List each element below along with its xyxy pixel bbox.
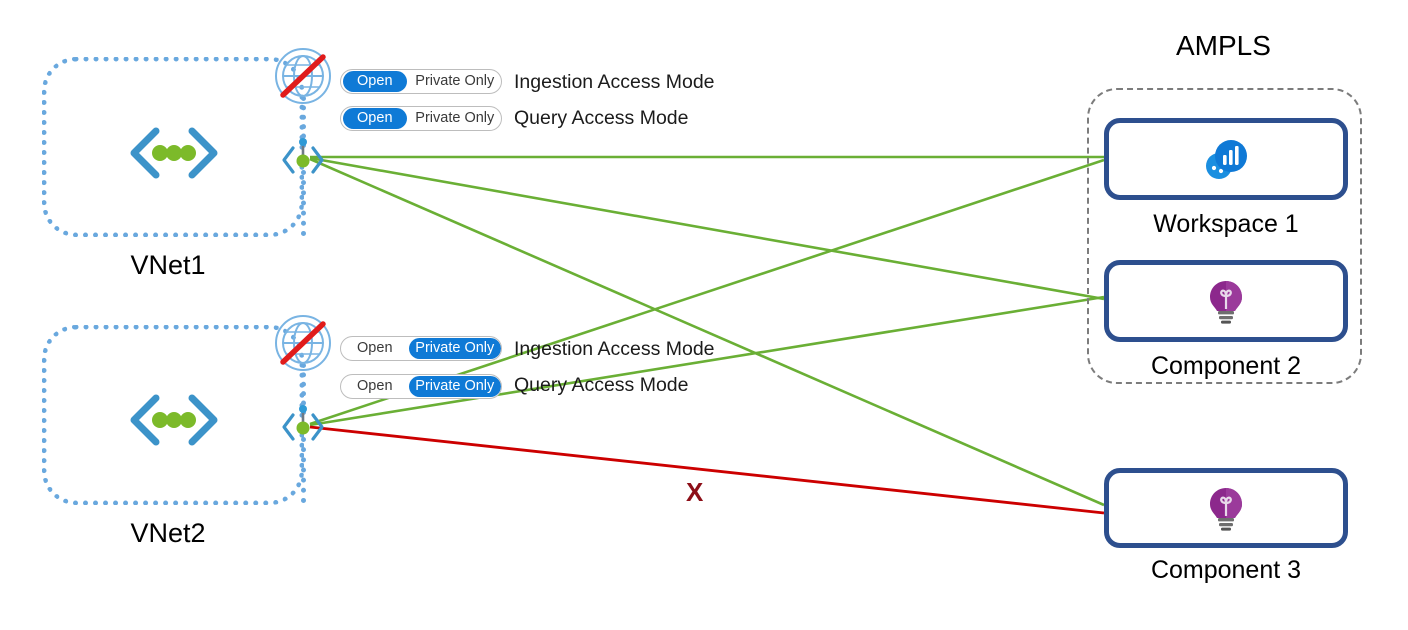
vnet1-ingestion-access-mode-label: Ingestion Access Mode — [514, 71, 715, 93]
vnet2-query-access-mode-toggle[interactable]: Open Private Only — [340, 374, 502, 399]
vnet2-boundary — [42, 325, 304, 505]
log-analytics-workspace-icon — [1206, 140, 1247, 179]
resource-card-component3[interactable] — [1104, 468, 1348, 548]
vnet1-ingestion-access-mode-toggle[interactable]: Open Private Only — [340, 69, 502, 94]
vnet2-endpoint-stem-lower — [301, 437, 306, 503]
link-vnet2-component2 — [309, 295, 1105, 427]
vnet2-ingestion-access-mode-label: Ingestion Access Mode — [514, 338, 715, 360]
vnet2-ingestion-access-mode-toggle[interactable]: Open Private Only — [340, 336, 502, 361]
globe-blocked-icon — [275, 315, 331, 371]
vnet2-endpoint-stem — [301, 363, 306, 415]
toggle-option-open[interactable]: Open — [343, 108, 407, 129]
blocked-connection-marker: X — [686, 477, 704, 507]
toggle-option-private-only[interactable]: Private Only — [415, 110, 495, 126]
toggle-option-open[interactable]: Open — [357, 340, 393, 356]
toggle-option-private-only[interactable]: Private Only — [408, 338, 501, 359]
vnet1-label: VNet1 — [130, 250, 206, 280]
toggle-option-private-only[interactable]: Private Only — [415, 73, 495, 89]
vnet1-private-endpoint-icon — [282, 138, 324, 174]
ampls-boundary — [1087, 88, 1362, 384]
link-vnet2-component3-blocked — [309, 425, 1105, 515]
toggle-option-open[interactable]: Open — [357, 378, 393, 394]
resource-label-workspace1: Workspace 1 — [1153, 210, 1299, 238]
vnet2-label: VNet2 — [130, 518, 206, 548]
globe-blocked-icon — [275, 48, 331, 104]
application-insights-icon — [1210, 488, 1242, 531]
vnet1-network-icon — [130, 127, 218, 179]
link-vnet1-component3 — [309, 157, 1105, 507]
resource-card-component2[interactable] — [1104, 260, 1348, 342]
application-insights-icon — [1210, 281, 1242, 324]
resource-label-component2: Component 2 — [1150, 352, 1302, 380]
vnet1-endpoint-stem — [301, 96, 306, 148]
resource-card-workspace1[interactable] — [1104, 118, 1348, 200]
vnet1-query-access-mode-toggle[interactable]: Open Private Only — [340, 106, 502, 131]
resource-label-component3: Component 3 — [1150, 556, 1302, 584]
vnet1-query-access-mode-label: Query Access Mode — [514, 107, 689, 129]
ampls-title: AMPLS — [1176, 30, 1271, 61]
toggle-option-open[interactable]: Open — [343, 71, 407, 92]
toggle-option-private-only[interactable]: Private Only — [408, 376, 501, 397]
vnet2-private-endpoint-icon — [282, 405, 324, 441]
link-vnet1-component2 — [309, 156, 1105, 301]
vnet2-network-icon — [130, 394, 218, 446]
vnet2-query-access-mode-label: Query Access Mode — [514, 374, 689, 396]
vnet1-endpoint-stem-lower — [301, 170, 306, 236]
